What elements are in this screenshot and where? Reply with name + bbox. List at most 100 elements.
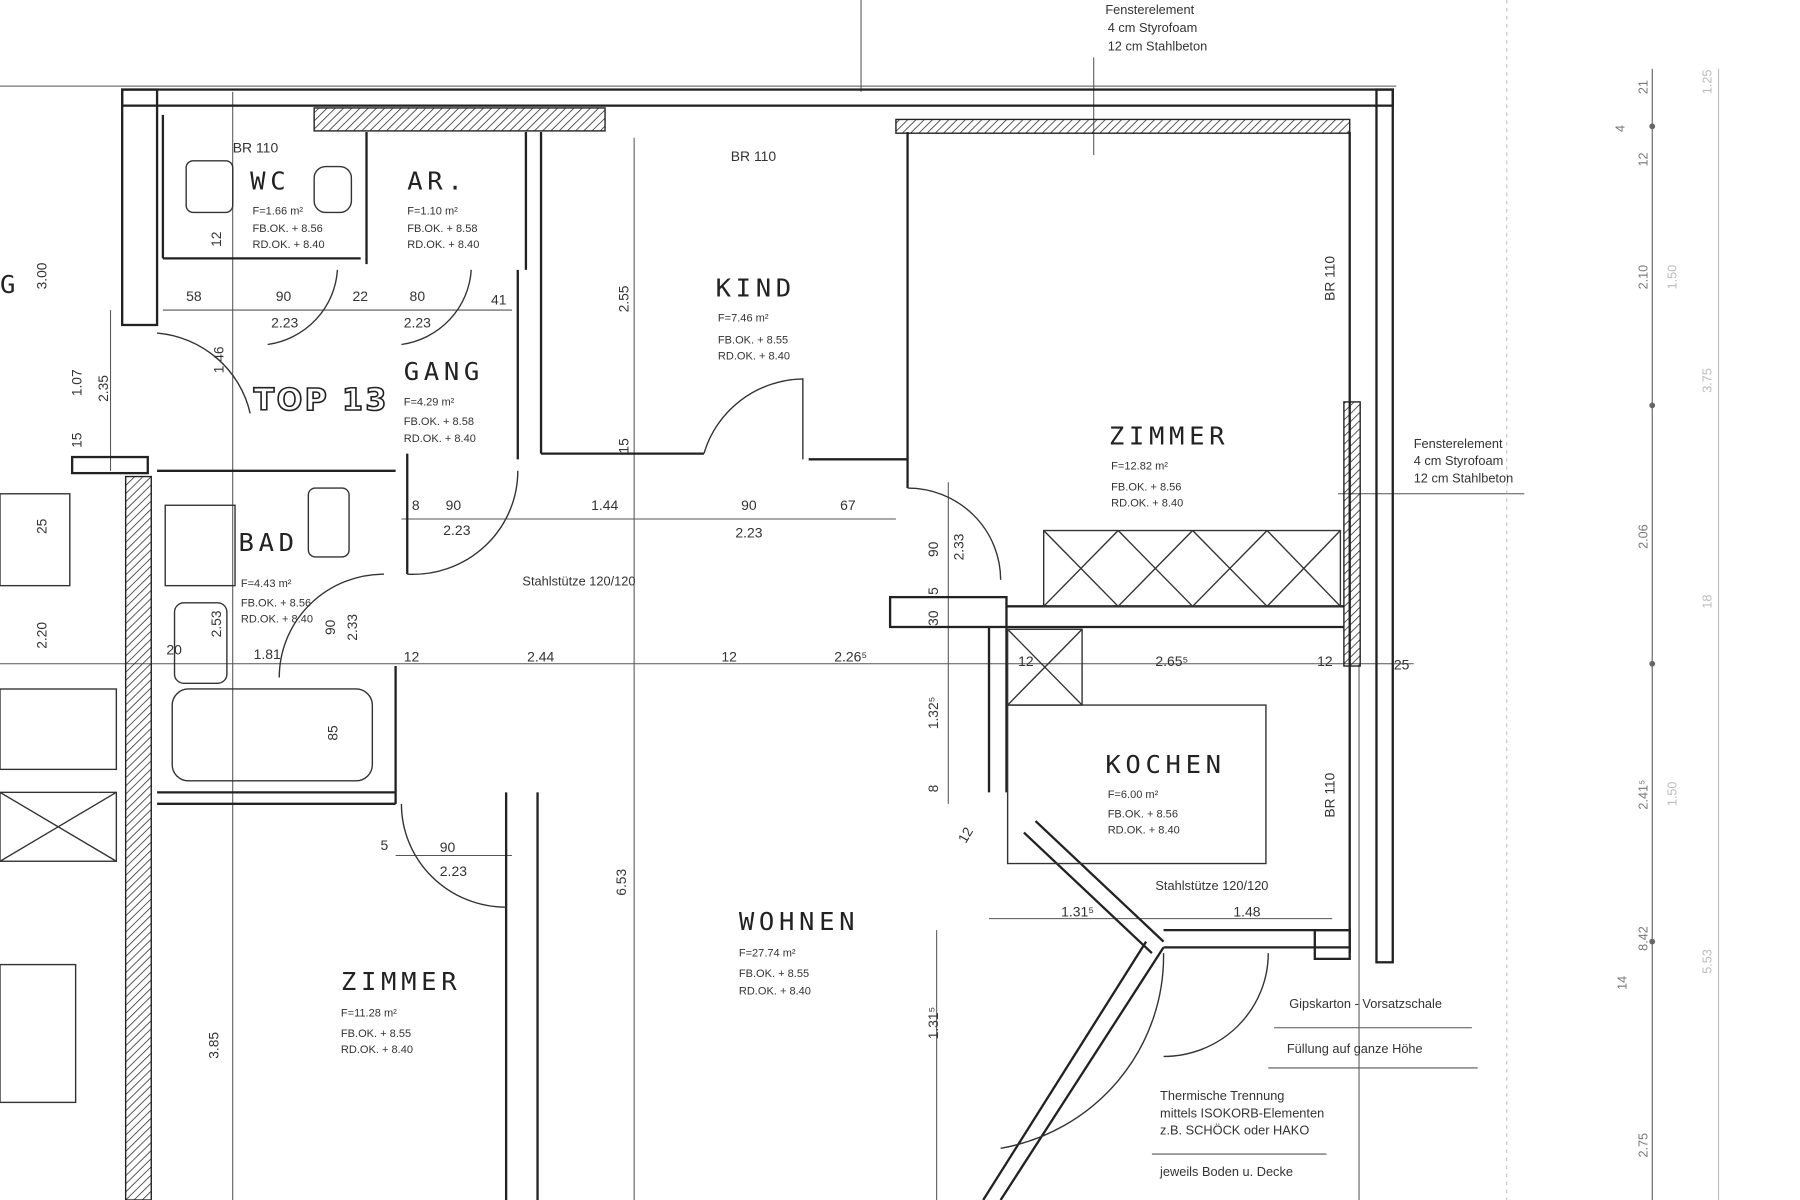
room-zimmer-left: ZIMMER F=11.28 m² FB.OK. + 8.55 RD.OK. +… — [341, 966, 461, 1056]
axis-label: 18 — [1699, 595, 1714, 609]
annotations: Fensterelement 4 cm Styrofoam 12 cm Stah… — [522, 2, 1513, 1179]
dim-label: BR 110 — [1321, 256, 1337, 301]
room-fbok: FB.OK. + 8.58 — [404, 416, 474, 428]
dim-label: 1.44 — [591, 497, 618, 513]
dim-label: 5 — [380, 837, 388, 853]
axis-label: 2.06 — [1635, 524, 1650, 549]
room-fbok: FB.OK. + 8.55 — [739, 968, 809, 980]
dim-label: 15 — [68, 432, 84, 448]
axis-label: 8.42 — [1635, 926, 1650, 951]
dim-label: 90 — [446, 497, 462, 513]
dim-label: 41 — [491, 291, 507, 307]
dim-label: 80 — [410, 288, 426, 304]
room-kind: KIND F=7.46 m² FB.OK. + 8.55 RD.OK. + 8.… — [716, 272, 796, 362]
room-name: AR. — [407, 166, 467, 196]
room-name: WOHNEN — [739, 906, 859, 936]
column-note-2: Stahlstütze 120/120 — [1155, 878, 1268, 893]
axis-label: 2.41⁵ — [1635, 780, 1650, 810]
dim-label: 2.23 — [735, 525, 762, 541]
room-ar: AR. F=1.10 m² FB.OK. + 8.58 RD.OK. + 8.4… — [407, 166, 479, 251]
room-fbok: FB.OK. + 8.55 — [718, 334, 788, 346]
dim-label: 90 — [276, 288, 292, 304]
dim-label: 67 — [840, 497, 856, 513]
room-area: F=1.10 m² — [407, 206, 458, 218]
dim-label: 30 — [925, 610, 941, 626]
room-fbok: FB.OK. + 8.56 — [1108, 809, 1178, 821]
note-top-2: 4 cm Styrofoam — [1108, 20, 1198, 35]
axis-labels: 21 1.25 4 12 2.10 1.50 3.75 2.06 18 2.41… — [1612, 70, 1714, 1158]
dim-label: 12 — [954, 824, 976, 845]
note-right-1: Fensterelement — [1414, 436, 1503, 451]
dim-label: 2.20 — [33, 622, 49, 649]
dim-label: 2.53 — [208, 610, 224, 637]
room-name: GANG — [404, 356, 484, 386]
axis-label: 2.75 — [1635, 1133, 1650, 1158]
dim-label: 5 — [925, 587, 941, 595]
note-right-2: 4 cm Styrofoam — [1414, 453, 1504, 468]
room-name: ZIMMER — [341, 966, 461, 996]
room-fbok: FB.OK. + 8.56 — [252, 223, 322, 235]
note-gipskarton: Gipskarton - Vorsatzschale — [1289, 996, 1442, 1011]
note-top-1: Fensterelement — [1105, 2, 1194, 17]
room-name: KIND — [716, 272, 796, 302]
dimension-labels: 58 90 22 80 41 2.23 2.23 BR 110 BR 110 2… — [0, 140, 1410, 1059]
dim-label: 2.23 — [443, 522, 470, 538]
dim-label: 22 — [353, 288, 369, 304]
dim-label: 12 — [1317, 653, 1333, 669]
note-boden: jeweils Boden u. Decke — [1159, 1164, 1293, 1179]
dim-label: 90 — [440, 839, 456, 855]
dim-label: 2.26⁵ — [834, 649, 867, 665]
dim-label: 1.31⁵ — [925, 1007, 941, 1040]
dim-label: 1.07 — [68, 369, 84, 396]
room-rdok: RD.OK. + 8.40 — [739, 986, 811, 998]
dim-label: 25 — [33, 518, 49, 534]
room-fbok: FB.OK. + 8.56 — [1111, 481, 1181, 493]
dim-label: BR 110 — [233, 140, 279, 156]
dim-label: 12 — [208, 231, 224, 247]
dim-label: 1.31⁵ — [1061, 903, 1094, 919]
room-fbok: FB.OK. + 8.55 — [341, 1028, 411, 1040]
dim-label: 12 — [1018, 653, 1034, 669]
room-fbok: FB.OK. + 8.58 — [407, 223, 477, 235]
axis-label: 1.50 — [1665, 265, 1680, 290]
room-bad: BAD F=4.43 m² FB.OK. + 8.56 RD.OK. + 8.4… — [239, 527, 313, 625]
room-rdok: RD.OK. + 8.40 — [1111, 497, 1183, 509]
room-rdok: RD.OK. + 8.40 — [241, 613, 313, 625]
room-name: KOCHEN — [1105, 749, 1225, 779]
kitchen-counter — [1006, 529, 1342, 865]
note-thermal-1: Thermische Trennung — [1160, 1088, 1284, 1103]
room-name: ZIMMER — [1109, 421, 1229, 451]
axis-label: 3.75 — [1699, 368, 1714, 393]
dim-label: 85 — [324, 725, 340, 741]
dim-label: 90 — [925, 541, 941, 557]
dim-label: 2.65⁵ — [1155, 653, 1188, 669]
room-name: WC — [250, 166, 290, 196]
axis-label: 5.53 — [1699, 949, 1714, 974]
axis-label: 1.50 — [1665, 782, 1680, 807]
dim-label: 2.33 — [344, 614, 360, 641]
axis-label: 14 — [1615, 976, 1630, 990]
column-note-1: Stahlstütze 120/120 — [522, 574, 635, 589]
room-name: BAD — [239, 527, 299, 557]
room-area: F=6.00 m² — [1108, 789, 1159, 801]
dim-label: 2.55 — [615, 285, 631, 312]
room-rdok: RD.OK. + 8.40 — [404, 433, 476, 445]
room-area: F=1.66 m² — [252, 206, 303, 218]
axis-label: 21 — [1635, 80, 1650, 94]
dim-label: 3.85 — [206, 1032, 222, 1059]
dim-label: 12 — [404, 649, 420, 665]
axis-label: 2.10 — [1635, 265, 1650, 290]
dim-label: 2.44 — [527, 649, 554, 665]
dim-label: 90 — [322, 619, 338, 635]
room-wohnen: WOHNEN F=27.74 m² FB.OK. + 8.55 RD.OK. +… — [739, 906, 859, 998]
elevation-axis — [1506, 0, 1720, 1200]
room-rdok: RD.OK. + 8.40 — [1108, 825, 1180, 837]
dim-label: 12 — [721, 649, 737, 665]
doors — [157, 269, 1269, 1150]
room-gang: GANG F=4.29 m² FB.OK. + 8.58 RD.OK. + 8.… — [404, 356, 484, 445]
room-labels: WC F=1.66 m² FB.OK. + 8.56 RD.OK. + 8.40… — [239, 166, 1229, 1056]
dim-label: 1.48 — [1233, 903, 1260, 919]
dim-label: 2.35 — [95, 375, 111, 402]
dimension-lines — [0, 0, 1525, 1200]
